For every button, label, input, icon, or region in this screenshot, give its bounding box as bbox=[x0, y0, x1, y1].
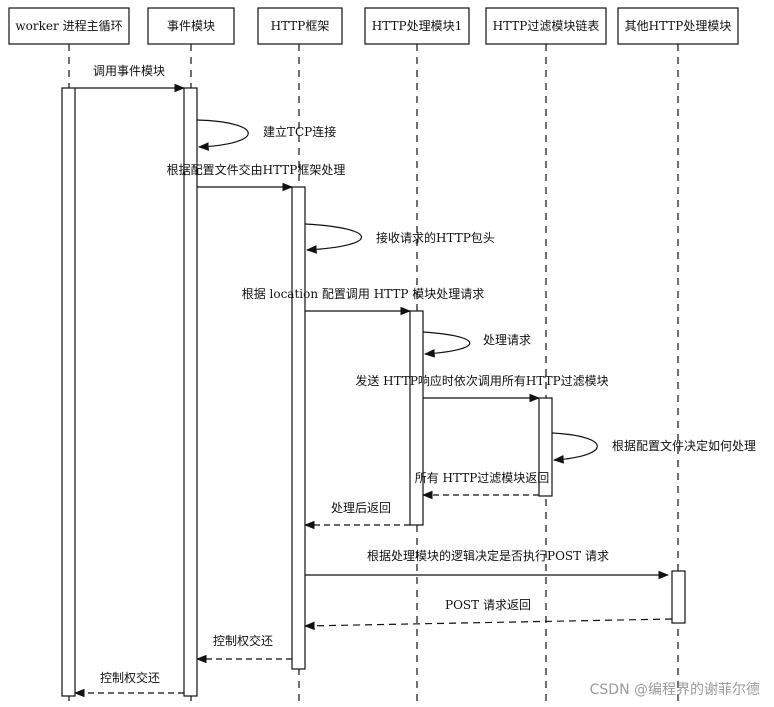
message-label: 控制权交还 bbox=[213, 633, 273, 648]
activation-event-module bbox=[183, 87, 198, 697]
message-label: 处理后返回 bbox=[331, 501, 391, 515]
participant-event-module-label: 事件模块 bbox=[167, 19, 215, 33]
message-label: 根据 location 配置调用 HTTP 模块处理请求 bbox=[242, 287, 485, 301]
participant-worker-label: worker 进程主循环 bbox=[15, 18, 122, 33]
participant-event-module: 事件模块 bbox=[147, 7, 235, 45]
participant-other-http-module-label: 其他HTTP处理模块 bbox=[625, 19, 732, 33]
activation-other-http-module bbox=[671, 570, 686, 624]
message-control-return-to-worker: 控制权交还 bbox=[73, 670, 184, 698]
participant-http-filter-chain: HTTP过滤模块链表 bbox=[485, 7, 607, 45]
message-call-http-module: 根据 location 配置调用 HTTP 模块处理请求 bbox=[242, 287, 485, 316]
activation-http-framework bbox=[291, 186, 306, 670]
message-label: 建立TCP连接 bbox=[263, 124, 336, 139]
message-label: 接收请求的HTTP包头 bbox=[376, 230, 495, 245]
message-decide-handling: 根据配置文件决定如何处理 bbox=[551, 432, 756, 464]
message-label: 根据处理模块的逻辑决定是否执行POST 请求 bbox=[367, 548, 609, 563]
activation-http-module1 bbox=[409, 310, 424, 526]
participant-worker: worker 进程主循环 bbox=[8, 7, 130, 45]
message-receive-http-header: 接收请求的HTTP包头 bbox=[304, 223, 495, 254]
activation-http-filter-chain bbox=[538, 397, 553, 497]
message-decide-post-request: 根据处理模块的逻辑决定是否执行POST 请求 bbox=[305, 548, 670, 580]
participant-http-module1: HTTP处理模块1 bbox=[364, 7, 470, 45]
message-label: 发送 HTTP响应时依次调用所有HTTP过滤模块 bbox=[355, 373, 608, 388]
watermark: CSDN @编程界的谢菲尔德 bbox=[590, 682, 760, 698]
participant-http-filter-chain-label: HTTP过滤模块链表 bbox=[493, 18, 600, 33]
message-label: 根据配置文件决定如何处理 bbox=[612, 438, 756, 453]
message-label: 处理请求 bbox=[483, 333, 531, 347]
message-label: POST 请求返回 bbox=[445, 598, 531, 612]
message-label: 根据配置文件交由HTTP框架处理 bbox=[167, 162, 346, 177]
message-establish-tcp: 建立TCP连接 bbox=[196, 119, 336, 151]
message-call-event-module: 调用事件模块 bbox=[75, 64, 186, 93]
participant-http-framework-label: HTTP框架 bbox=[271, 19, 330, 33]
participant-http-framework: HTTP框架 bbox=[257, 7, 343, 45]
message-filter-modules-return: 所有 HTTP过滤模块返回 bbox=[415, 471, 550, 500]
message-processed-return: 处理后返回 bbox=[303, 501, 410, 530]
message-dispatch-to-http-framework: 根据配置文件交由HTTP框架处理 bbox=[167, 162, 346, 192]
activation-worker bbox=[61, 87, 76, 697]
message-post-request-return: POST 请求返回 bbox=[303, 598, 673, 631]
message-process-request: 处理请求 bbox=[422, 331, 531, 358]
participant-http-module1-label: HTTP处理模块1 bbox=[372, 19, 462, 33]
message-label: 控制权交还 bbox=[100, 670, 160, 685]
message-label: 所有 HTTP过滤模块返回 bbox=[415, 471, 550, 485]
message-control-return-to-event: 控制权交还 bbox=[195, 633, 292, 664]
message-call-filter-modules: 发送 HTTP响应时依次调用所有HTTP过滤模块 bbox=[355, 373, 609, 403]
message-label: 调用事件模块 bbox=[93, 64, 165, 78]
participant-other-http-module: 其他HTTP处理模块 bbox=[617, 7, 739, 45]
